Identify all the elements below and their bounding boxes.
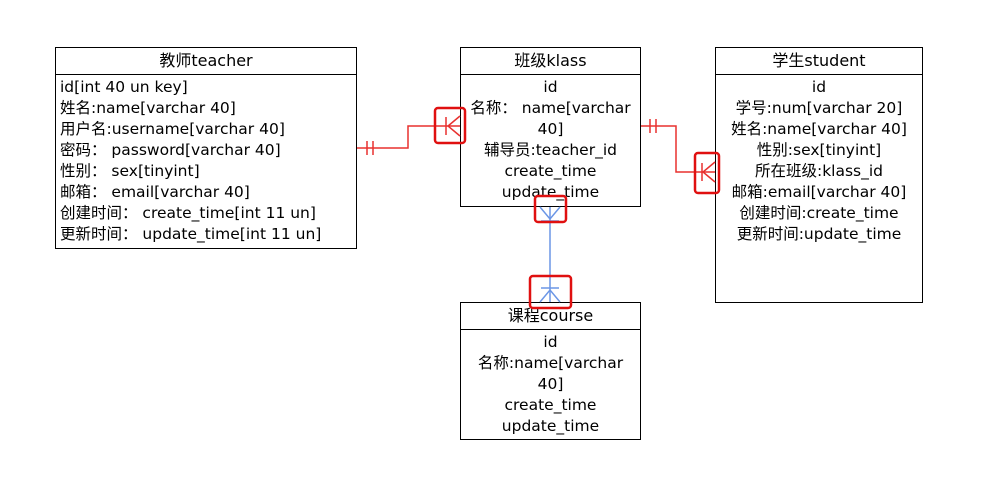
student-field-klass-id: 所在班级:klass_id <box>754 162 884 180</box>
student-entity-title: 学生student <box>716 48 922 75</box>
klass-field-name: 名称： name[varchar 40] <box>470 99 631 138</box>
klass-field-id: id <box>543 78 558 96</box>
teacher-klass-crowfoot-highlight <box>433 106 467 145</box>
klass-entity-title: 班级klass <box>461 48 640 75</box>
teacher-entity-title: 教师teacher <box>56 48 356 75</box>
student-field-sex: 性别:sex[tinyint] <box>756 141 882 159</box>
course-field-name: 名称:name[varchar 40] <box>477 354 624 393</box>
klass-field-update-time: update_time <box>501 183 600 201</box>
teacher-klass-relationship[interactable] <box>357 115 461 155</box>
student-entity[interactable]: 学生student id 学号:num[varchar 20] 姓名:name[… <box>715 47 923 303</box>
student-field-name: 姓名:name[varchar 40] <box>731 120 907 138</box>
klass-student-crowfoot-highlight <box>693 151 721 195</box>
teacher-field-password: 密码： password[varchar 40] <box>60 141 281 159</box>
klass-entity[interactable]: 班级klass id 名称： name[varchar 40] 辅导员:teac… <box>460 47 641 207</box>
teacher-field-username: 用户名:username[varchar 40] <box>60 120 285 138</box>
teacher-field-sex: 性别： sex[tinyint] <box>60 162 200 180</box>
teacher-field-name: 姓名:name[varchar 40] <box>60 99 236 117</box>
teacher-field-email: 邮箱： email[varchar 40] <box>60 183 250 201</box>
course-entity[interactable]: 课程course id 名称:name[varchar 40] create_t… <box>460 302 641 440</box>
student-field-email: 邮箱:email[varchar 40] <box>731 183 907 201</box>
klass-course-bottom-crowfoot-highlight <box>528 274 573 310</box>
course-entity-title: 课程course <box>461 303 640 330</box>
teacher-entity[interactable]: 教师teacher id[int 40 un key] 姓名:name[varc… <box>55 47 357 249</box>
course-field-create-time: create_time <box>504 396 597 414</box>
course-field-update-time: update_time <box>501 417 600 435</box>
student-field-create-time: 创建时间:create_time <box>739 204 899 222</box>
student-field-id: id <box>811 78 827 96</box>
teacher-field-update-time: 更新时间： update_time[int 11 un] <box>60 225 322 243</box>
student-field-num: 学号:num[varchar 20] <box>735 99 903 117</box>
teacher-field-id: id[int 40 un key] <box>60 78 188 96</box>
course-field-id: id <box>543 333 558 351</box>
klass-course-top-crowfoot-highlight <box>533 194 568 224</box>
student-field-update-time: 更新时间:update_time <box>736 225 902 243</box>
klass-field-create-time: create_time <box>504 162 597 180</box>
klass-student-relationship[interactable] <box>641 119 716 183</box>
klass-field-teacher-id: 辅导员:teacher_id <box>484 141 617 159</box>
teacher-field-create-time: 创建时间： create_time[int 11 un] <box>60 204 316 222</box>
